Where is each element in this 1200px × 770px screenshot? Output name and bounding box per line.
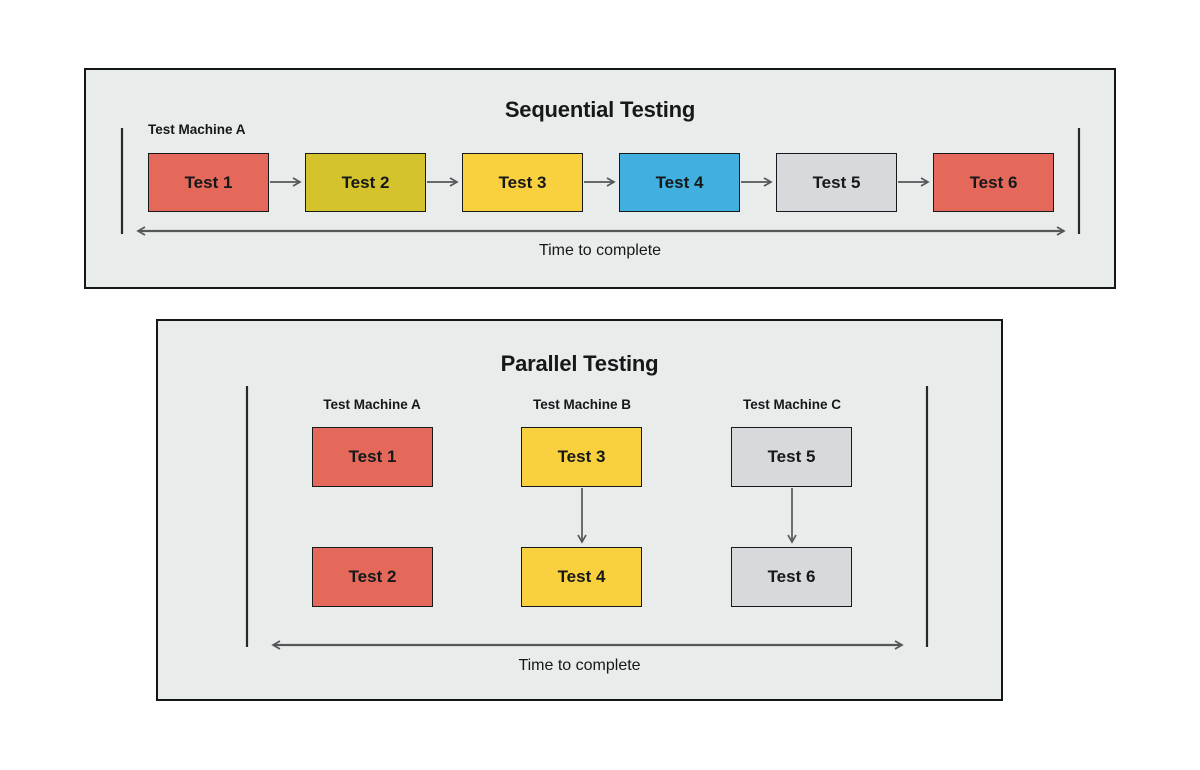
sequential-time-label: Time to complete <box>538 242 662 259</box>
par-test-label-4: Test 4 <box>557 567 606 586</box>
seq-test-label-6: Test 6 <box>969 172 1018 192</box>
seq-test-label-2: Test 2 <box>341 172 390 192</box>
parallel-time-label: Time to complete <box>518 657 641 674</box>
seq-test-label-1: Test 1 <box>184 172 233 192</box>
par-test-box-5: Test 5 <box>731 427 852 487</box>
parallel-title: Parallel Testing <box>500 351 659 376</box>
par-test-box-2: Test 2 <box>312 547 433 607</box>
parallel-arrows-layer <box>245 386 929 650</box>
seq-test-box-5: Test 5 <box>776 153 897 212</box>
parallel-testing-panel: Parallel Testing Test Machine A Test Mac… <box>156 319 1003 701</box>
sequential-testing-panel: Sequential Testing Test Machine A Test 1… <box>84 68 1116 289</box>
par-test-box-3: Test 3 <box>521 427 642 487</box>
seq-test-box-1: Test 1 <box>148 153 269 212</box>
parallel-machine-label-c: Test Machine C <box>742 397 842 412</box>
par-test-box-6: Test 6 <box>731 547 852 607</box>
seq-test-box-2: Test 2 <box>305 153 426 212</box>
par-test-box-4: Test 4 <box>521 547 642 607</box>
par-test-label-1: Test 1 <box>348 447 397 466</box>
seq-test-label-4: Test 4 <box>655 172 704 192</box>
seq-test-box-6: Test 6 <box>933 153 1054 212</box>
parallel-machine-label-a: Test Machine A <box>323 397 421 412</box>
par-test-label-3: Test 3 <box>557 447 606 466</box>
sequential-title: Sequential Testing <box>504 97 696 122</box>
seq-test-label-3: Test 3 <box>498 172 547 192</box>
par-test-box-1: Test 1 <box>312 427 433 487</box>
seq-test-box-4: Test 4 <box>619 153 740 212</box>
seq-test-label-5: Test 5 <box>812 172 861 192</box>
parallel-machine-label-b: Test Machine B <box>532 397 632 412</box>
par-test-label-2: Test 2 <box>348 567 397 586</box>
seq-test-box-3: Test 3 <box>462 153 583 212</box>
par-test-label-5: Test 5 <box>767 447 816 466</box>
sequential-machine-label: Test Machine A <box>148 122 246 137</box>
par-test-label-6: Test 6 <box>767 567 816 586</box>
